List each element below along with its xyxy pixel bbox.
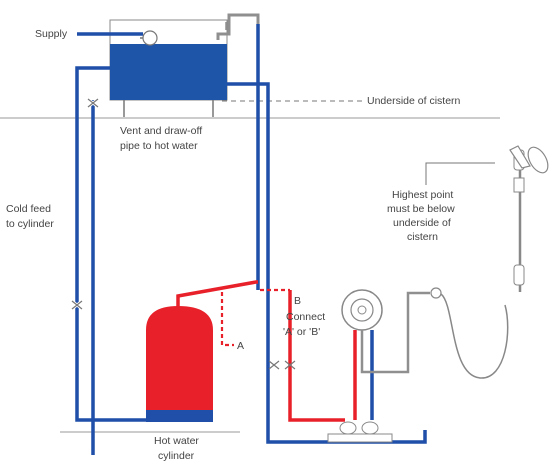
hot-water-cylinder <box>146 306 213 422</box>
highest-label-line2: must be below <box>387 203 455 215</box>
hose-connector <box>430 287 442 299</box>
vent-pipe <box>216 13 260 40</box>
b-label: B <box>294 295 301 307</box>
connect-label-line1: Connect <box>286 311 325 323</box>
valve-pair-left <box>268 360 280 370</box>
cylinder-label-line2: cylinder <box>158 450 195 462</box>
cold-feed-pipe <box>75 66 146 422</box>
underside-label: Underside of cistern <box>367 95 461 107</box>
mixer-valve-left <box>339 421 357 435</box>
cold-feed-label-line2: to cylinder <box>6 218 54 230</box>
vent-label-line2: pipe to hot water <box>120 140 198 152</box>
mixer-outlet-pipe <box>360 291 430 374</box>
rail-bracket-bottom <box>513 264 525 286</box>
highest-point-leader <box>425 162 495 185</box>
hot-flow-pipe <box>176 280 258 312</box>
mixer-base-plate <box>327 433 393 443</box>
cistern-water <box>110 44 227 100</box>
dashed-hot-A <box>220 292 234 347</box>
rail-slider <box>513 177 525 193</box>
shower-hose <box>440 293 509 379</box>
cylinder-label-line1: Hot water <box>154 435 199 447</box>
highest-label-line4: cistern <box>407 231 438 243</box>
mixer-valve-right <box>361 421 379 435</box>
shower-head-icon <box>509 145 549 174</box>
cold-feed-label-line1: Cold feed <box>6 203 51 215</box>
valve-cold-feed-top <box>87 97 99 109</box>
cold-drawoff-pipe <box>227 82 427 444</box>
highest-label-line3: underside of <box>393 217 451 229</box>
valve-cold-feed-mid <box>71 299 83 311</box>
a-label: A <box>237 340 244 352</box>
cylinder-cold-base <box>146 410 213 422</box>
hot-pipe-to-mixer <box>288 290 345 422</box>
connect-label-line2: 'A' or 'B' <box>283 326 320 338</box>
valve-pair-right <box>284 360 296 370</box>
supply-label: Supply <box>35 28 68 40</box>
shower-mixer-knob <box>357 305 367 315</box>
vent-label-line1: Vent and draw-off <box>120 125 202 137</box>
ball-valve-icon <box>142 30 158 46</box>
highest-label-line1: Highest point <box>392 189 453 201</box>
